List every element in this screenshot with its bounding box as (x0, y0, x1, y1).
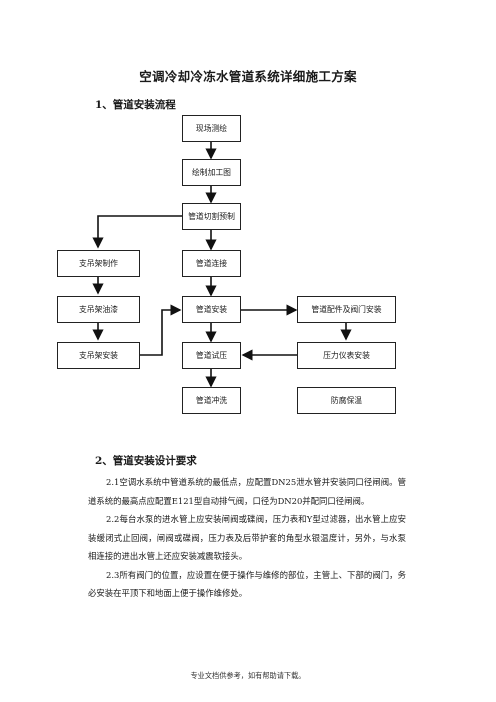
section-heading-requirements: 2、管道安装设计要求 (95, 455, 197, 467)
flow-step-connect: 管道连接 (182, 250, 241, 277)
section-heading-flow: 1、管道安装流程 (95, 99, 176, 111)
flow-step-label: 管道配件及阀门安装 (311, 305, 382, 314)
flow-step-label: 防腐保温 (330, 396, 363, 405)
flow-step-label: 支吊架制作 (79, 259, 118, 268)
document-title: 空调冷却冷冻水管道系统详细施工方案 (139, 69, 357, 84)
flow-step-survey: 现场测绘 (182, 115, 241, 142)
requirement-paragraph: 2.1空调水系统中管道系统的最低点，应配置DN25泄水管并安装同口径闸阀。管道系… (88, 477, 406, 506)
page-footer: 专业文档供参考，如有帮助请下载。 (190, 671, 306, 680)
flow-step-anticorrosion: 防腐保温 (297, 387, 396, 414)
flow-step-install: 管道安装 (182, 296, 241, 323)
flow-step-fittings: 管道配件及阀门安装 (297, 296, 396, 323)
flow-step-support-make: 支吊架制作 (57, 250, 140, 277)
flow-step-label: 现场测绘 (195, 124, 228, 133)
flow-step-pressure: 管道试压 (182, 342, 241, 369)
requirements-body: 2.1空调水系统中管道系统的最低点，应配置DN25泄水管并安装同口径闸阀。管道系… (88, 473, 406, 603)
flow-step-label: 管道安装 (195, 305, 228, 314)
flow-step-label: 管道冲洗 (195, 396, 228, 405)
flow-step-label: 支吊架安装 (79, 351, 118, 360)
flow-step-draw: 绘制加工图 (182, 159, 241, 186)
flow-step-label: 绘制加工图 (192, 168, 231, 177)
flow-step-label: 压力仪表安装 (323, 351, 370, 360)
flow-step-flush: 管道冲洗 (182, 387, 241, 414)
flow-step-support-install: 支吊架安装 (57, 342, 140, 369)
requirement-paragraph: 2.3所有阀门的位置，应设置在便于操作与维修的部位，主管上、下部的阀门，务必安装… (88, 569, 406, 599)
flow-step-label: 管道试压 (195, 351, 228, 360)
requirement-paragraph: 2.2每台水泵的进水管上应安装闸阀或碟阀，压力表和Y型过滤器，出水管上应安装缓闭… (88, 514, 406, 561)
flow-step-label: 支吊架油漆 (79, 305, 118, 314)
flow-step-label: 管道切割预制 (188, 212, 235, 221)
flow-step-support-paint: 支吊架油漆 (57, 296, 140, 323)
flow-step-gauge: 压力仪表安装 (297, 342, 396, 369)
flow-step-cut: 管道切割预制 (182, 203, 241, 230)
flow-step-label: 管道连接 (195, 259, 228, 268)
